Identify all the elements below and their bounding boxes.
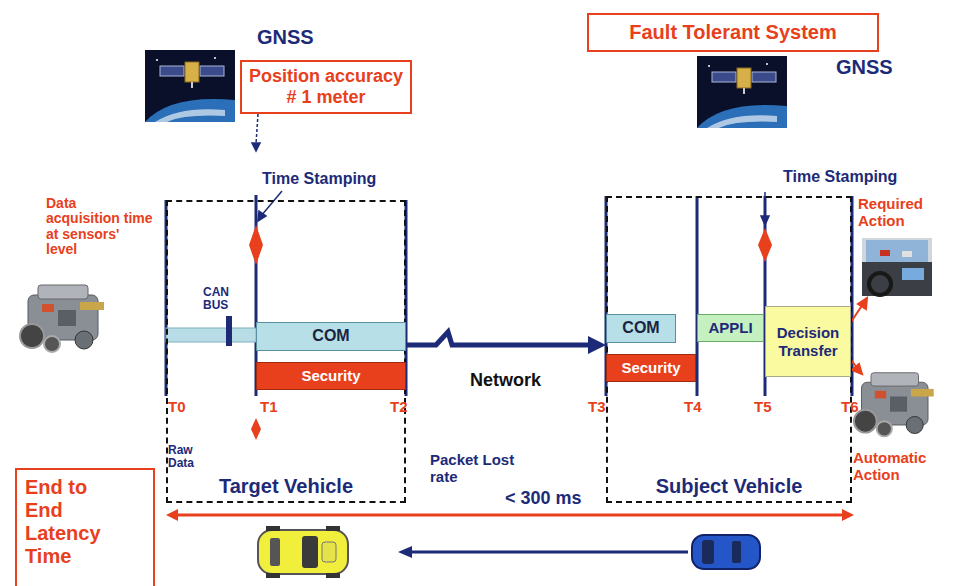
box-text: Decision Transfer — [770, 324, 846, 359]
box-text: Target Vehicle — [219, 475, 353, 498]
box-text: COM — [312, 327, 349, 345]
box-text: End to End Latency Time — [25, 476, 111, 568]
leader-arrow — [252, 114, 769, 225]
system-label: GNSS — [836, 56, 893, 78]
box-text: APPLI — [708, 319, 752, 336]
action-label: Automatic Action — [853, 450, 948, 483]
vehicle-boundary: Target Vehicle COM Security — [166, 200, 406, 503]
appli-box: APPLI — [697, 314, 764, 342]
box-text: COM — [622, 319, 659, 337]
latency-arrow — [166, 509, 854, 521]
box-text: Security — [301, 367, 360, 384]
time-label: T6 — [841, 399, 859, 416]
time-line — [166, 195, 852, 396]
edge-label: Network — [470, 371, 541, 391]
action-label: Required Action — [858, 196, 948, 229]
time-label: T2 — [390, 399, 408, 416]
can-bus-marker — [226, 316, 232, 346]
satellite-image — [697, 56, 787, 128]
vehicle-arrow — [398, 546, 688, 558]
time-label: T4 — [684, 399, 702, 416]
com-box: COM — [606, 314, 676, 343]
title-box: Fault Tolerant System — [587, 13, 879, 52]
required-action-image — [862, 238, 932, 296]
latency-value: < 300 ms — [505, 489, 582, 509]
note-label: Data acquisition time at sensors' level — [46, 196, 154, 258]
satellite-image — [145, 50, 235, 122]
action-arrow — [851, 298, 867, 374]
stamp-label: Time Stamping — [783, 168, 897, 186]
engine-image — [20, 285, 104, 352]
time-label: T0 — [168, 399, 186, 416]
system-label: GNSS — [257, 26, 314, 48]
time-stamp-diamond — [249, 225, 772, 440]
stamp-label: Time Stamping — [262, 170, 376, 188]
box-text: Security — [621, 359, 680, 376]
time-label: T5 — [754, 399, 772, 416]
blue-car — [692, 535, 760, 569]
time-label: T1 — [260, 399, 278, 416]
security-box: Security — [256, 362, 406, 390]
yellow-car — [258, 526, 348, 578]
time-label: T3 — [588, 399, 606, 416]
accuracy-box: Position accuracy # 1 meter — [240, 60, 412, 114]
can-bar — [166, 328, 256, 342]
com-box: COM — [256, 322, 406, 351]
data-label: Raw Data — [168, 444, 218, 470]
decision-box: Decision Transfer — [765, 306, 851, 377]
bus-label: CAN BUS — [203, 286, 245, 312]
latency-box: End to End Latency Time — [15, 468, 155, 586]
engine-image — [854, 373, 934, 437]
network-arrow — [406, 332, 606, 354]
box-text: Position accuracy # 1 meter — [246, 66, 406, 107]
box-text: Fault Tolerant System — [629, 21, 836, 44]
note-label: Packet Lost rate — [430, 452, 535, 485]
security-box: Security — [606, 354, 696, 382]
vehicle-boundary: Subject Vehicle COM Security APPLI Decision … — [606, 196, 852, 503]
box-text: Subject Vehicle — [656, 475, 803, 498]
